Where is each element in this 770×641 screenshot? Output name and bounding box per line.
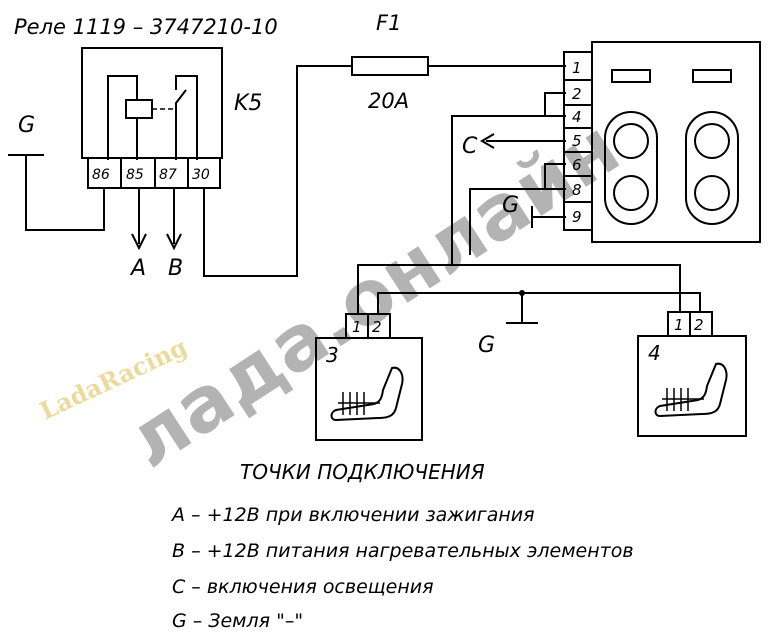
fuse-ref: F1 (376, 11, 401, 35)
relay-k5 (81, 47, 223, 189)
heater-switch (591, 41, 761, 243)
switch-pin-9: 9 (572, 208, 582, 226)
switch-pin-8: 8 (572, 181, 582, 199)
point-a-label: A (129, 256, 146, 281)
seat4-ref: 4 (648, 341, 661, 365)
relay-pin-86: 86 (92, 167, 110, 183)
ground-symbol-left (8, 154, 105, 231)
point-b-label: B (168, 256, 183, 281)
seat-heater-3 (315, 313, 423, 441)
wire-seat3-pin1 (357, 264, 452, 314)
relay-title: Реле 1119 – 3747210-10 (14, 15, 278, 39)
relay-pin-87: 87 (159, 167, 177, 183)
relay-pin-85: 85 (126, 167, 144, 183)
jumper-pin6-pin8 (544, 163, 566, 190)
switch-pin-1: 1 (572, 59, 582, 77)
switch-pin-6: 6 (572, 156, 582, 174)
point-c-label: C (462, 134, 478, 159)
seat3-pin-1: 1 (352, 318, 362, 336)
fuse-rating: 20A (368, 89, 409, 113)
switch-pin-5: 5 (572, 132, 582, 150)
legend-title: ТОЧКИ ПОДКЛЮЧЕНИЯ (240, 460, 485, 484)
fuse-f1 (351, 56, 429, 76)
legend-item-g: G – Земля "–" (172, 610, 304, 632)
relay-ref: K5 (234, 91, 262, 116)
jumper-pin2-pin4 (544, 92, 566, 117)
legend-item-c: C – включения освещения (172, 576, 434, 598)
arrow-c (480, 133, 495, 149)
wire-seats-ground-bus (377, 292, 701, 314)
legend-item-b: B – +12В питания нагревательных элементо… (172, 540, 634, 562)
seat4-pin-2: 2 (694, 316, 704, 334)
relay-pin-30: 30 (192, 167, 210, 183)
legend-item-a: A – +12В при включении зажигания (172, 504, 535, 526)
arrow-b (166, 188, 182, 251)
seat-heater-4 (637, 311, 747, 437)
wire-pin8 (469, 188, 545, 255)
seat4-pin-1: 1 (674, 316, 684, 334)
switch-pin-4: 4 (572, 108, 582, 126)
ground-label-pin9: G (502, 193, 519, 218)
wire-pin30-fuse (203, 65, 352, 277)
switch-pin-2: 2 (572, 85, 582, 103)
seat3-ref: 3 (326, 343, 339, 367)
arrow-a (131, 188, 147, 251)
seat3-pin-2: 2 (372, 318, 382, 336)
ground-label-center: G (478, 333, 495, 358)
ground-label-left: G (18, 113, 35, 138)
